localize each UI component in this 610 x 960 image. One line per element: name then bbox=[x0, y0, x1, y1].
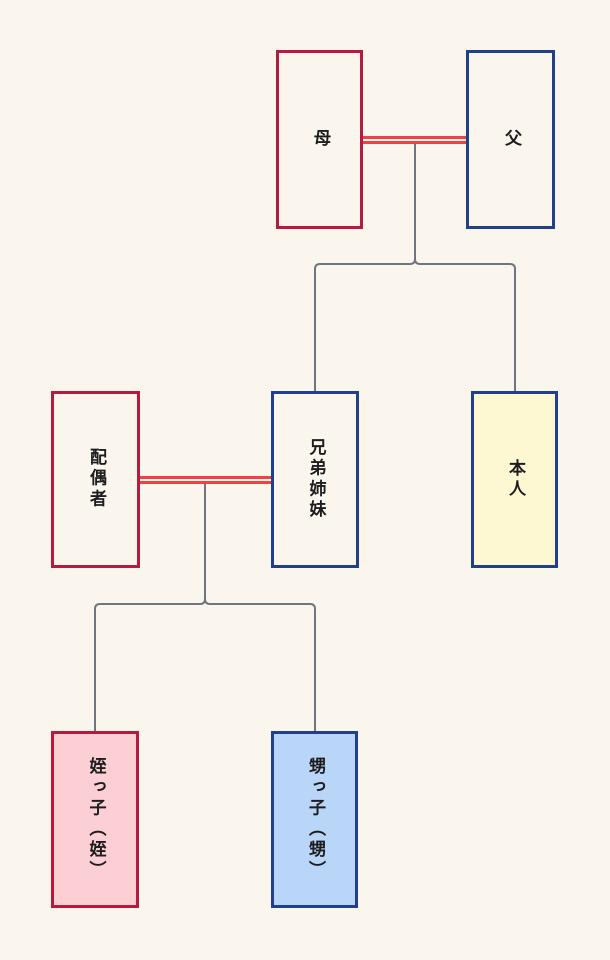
node-niece: 姪っ子（姪） bbox=[51, 731, 139, 908]
node-siblings-label: 兄弟姉妹 bbox=[305, 438, 326, 521]
node-niece-label: 姪っ子（姪） bbox=[85, 757, 106, 882]
marriage-line-mother-father bbox=[363, 136, 466, 144]
marriage-line-spouse-siblings bbox=[140, 476, 271, 484]
node-siblings: 兄弟姉妹 bbox=[271, 391, 359, 568]
node-spouse-label: 配偶者 bbox=[86, 448, 106, 511]
node-father: 父 bbox=[466, 50, 555, 229]
node-self: 本人 bbox=[471, 391, 558, 568]
node-mother-label: 母 bbox=[310, 129, 330, 150]
node-mother: 母 bbox=[276, 50, 363, 229]
node-self-label: 本人 bbox=[505, 458, 525, 501]
node-nephew: 甥っ子（甥） bbox=[271, 731, 358, 908]
node-father-label: 父 bbox=[501, 129, 521, 150]
node-spouse: 配偶者 bbox=[51, 391, 140, 568]
node-nephew-label: 甥っ子（甥） bbox=[305, 757, 325, 882]
